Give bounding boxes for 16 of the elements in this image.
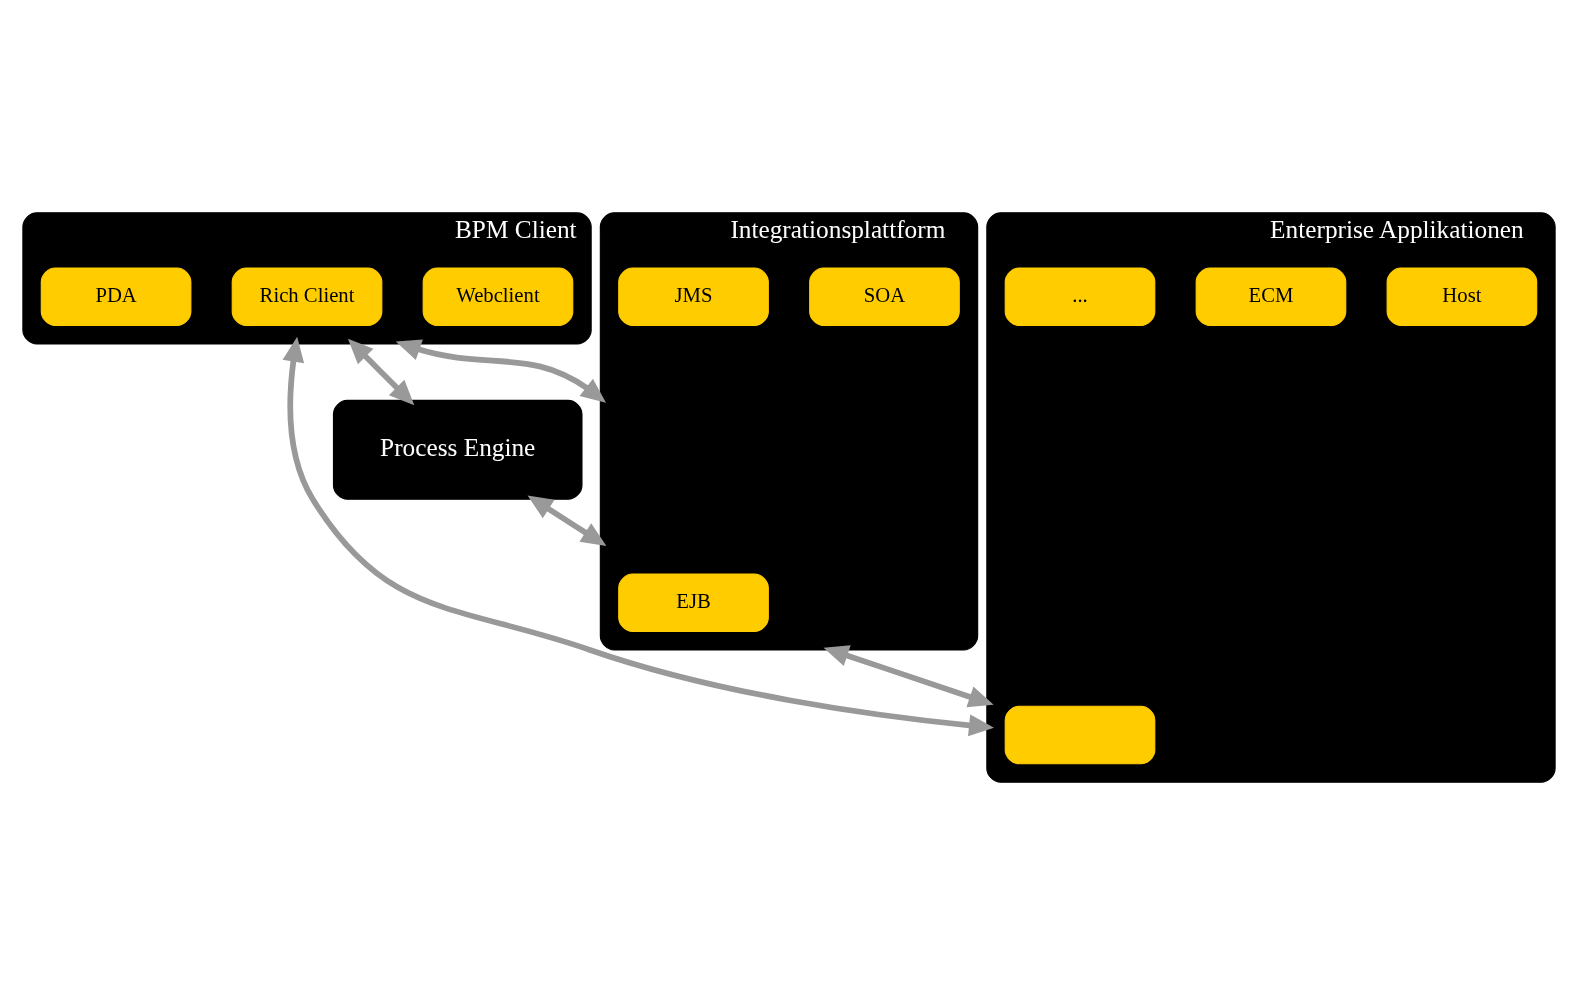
node-box: EJB bbox=[618, 573, 769, 633]
arrow bbox=[282, 336, 994, 737]
node-box: Process Engine bbox=[332, 399, 583, 500]
arrow bbox=[527, 495, 607, 546]
node-box: ... bbox=[1004, 267, 1156, 327]
node-box: JMS bbox=[618, 267, 769, 327]
arrow bbox=[823, 645, 994, 708]
node-box: Host bbox=[1386, 267, 1538, 327]
node-box: ECM bbox=[1195, 267, 1347, 327]
arrow bbox=[347, 338, 415, 406]
node-box: Rich Client bbox=[231, 267, 383, 327]
arrow bbox=[395, 339, 606, 403]
node-box: PDA bbox=[40, 267, 192, 327]
node-box: SOA bbox=[809, 267, 960, 327]
node-box: Webclient bbox=[422, 267, 574, 327]
node-box bbox=[1004, 705, 1156, 765]
